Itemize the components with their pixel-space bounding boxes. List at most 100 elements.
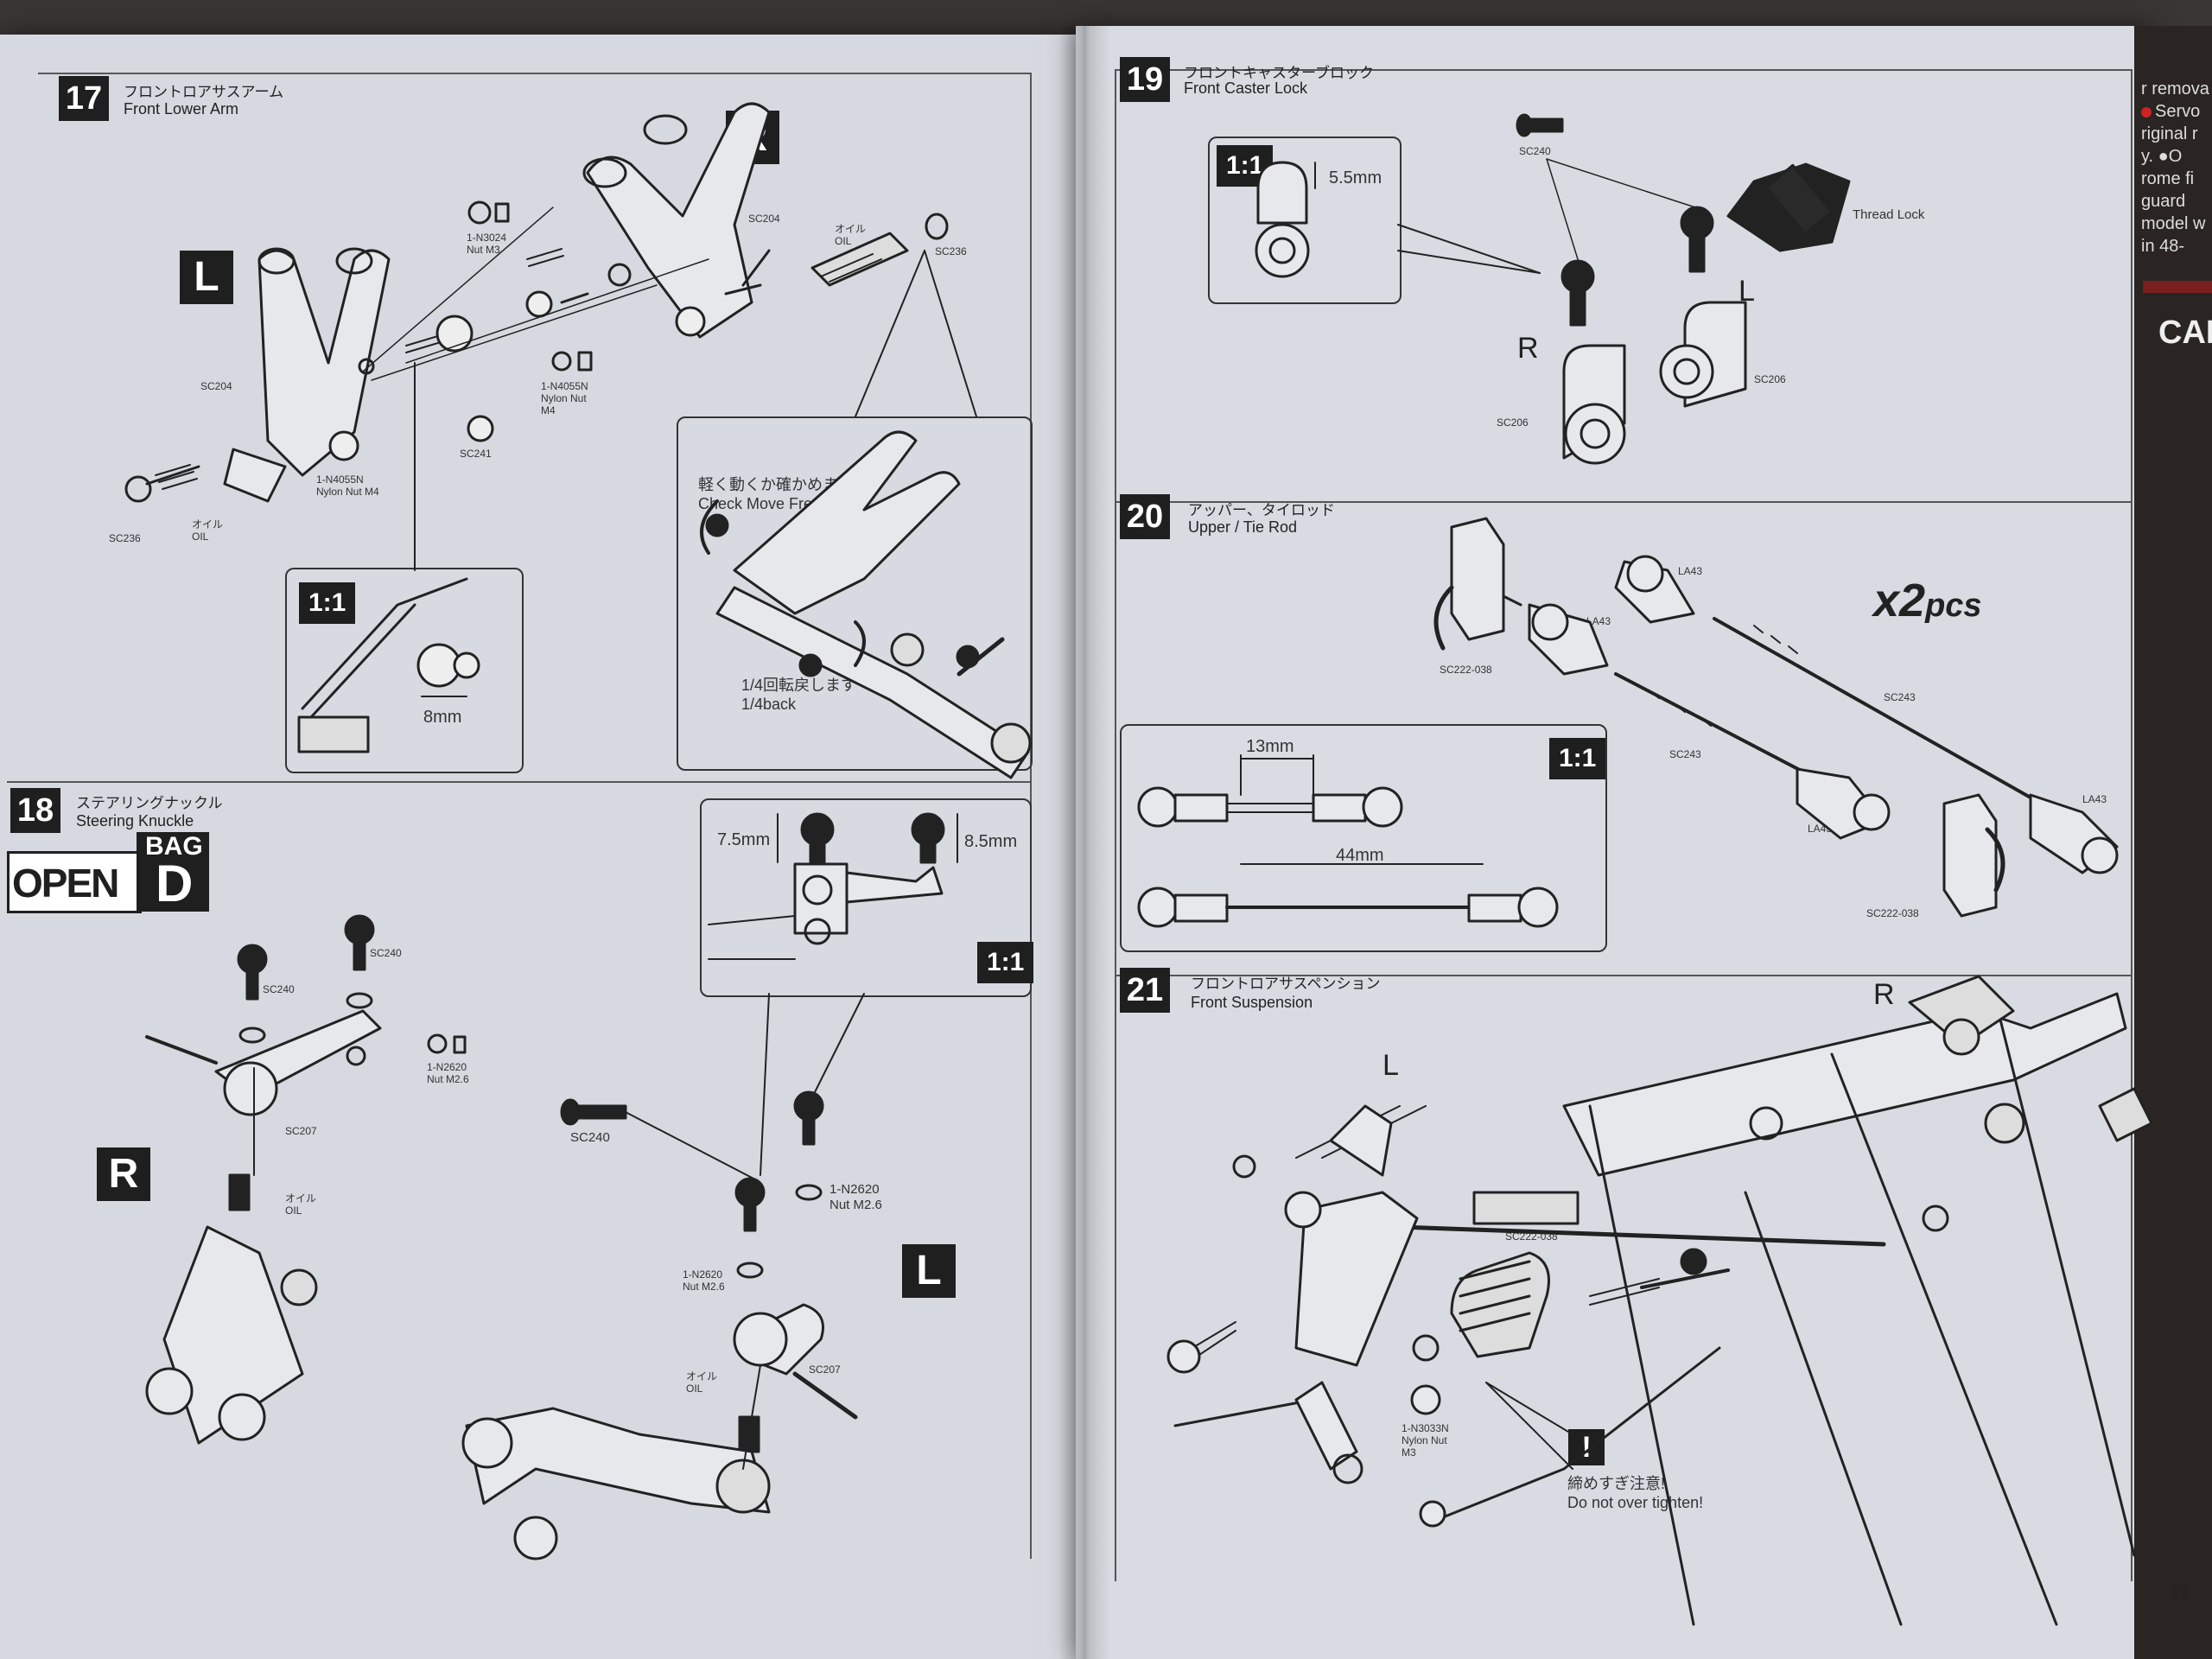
step20-drawings <box>1137 517 2119 928</box>
label-sc204-b: SC204 <box>748 213 780 225</box>
open-bag-d-badge: OPEN BAG D <box>7 832 209 913</box>
step17-right-arm-drawing <box>582 102 949 339</box>
step18-left-badge: L <box>902 1244 956 1298</box>
step17-dim-8mm: 8mm <box>423 708 462 727</box>
peek-heading: CAL <box>2158 315 2212 351</box>
peek-line: Servo <box>2155 102 2201 121</box>
label-sc207-a: SC207 <box>809 1363 841 1376</box>
peek-line: riginal r <box>2141 124 2198 143</box>
step17-left-arm-drawing <box>124 247 391 503</box>
bag-box <box>137 832 209 912</box>
page-number: 17 <box>2169 1581 2190 1603</box>
step20-dim-44mm: 44mm <box>1336 846 1384 865</box>
bag-label: BAG <box>145 832 203 861</box>
right-page-right-rule <box>2131 69 2133 1581</box>
step18-scale-badge: 1:1 <box>976 942 1034 983</box>
right-page-left-rule <box>1115 69 1116 1581</box>
label-sc240-c: SC240 <box>570 1130 610 1145</box>
label-sc236-b: SC236 <box>109 532 141 544</box>
label-sc240-19: SC240 <box>1519 145 1551 157</box>
label-sc243-c: SC243 <box>1669 748 1701 760</box>
book-gutter <box>1058 26 1110 1659</box>
label-sc222-a: SC222-038 <box>1440 664 1492 676</box>
label-la43-a: LA43 <box>1678 565 1703 577</box>
step18-right-badge: R <box>97 1147 150 1201</box>
step21-chassis-drawing <box>1166 975 2153 1626</box>
quantity-value: x2 <box>1873 575 1926 626</box>
step18-inset-drawing <box>708 812 958 960</box>
step18-left-knuckle-drawing <box>461 993 865 1560</box>
label-sc240-a: SC240 <box>263 983 295 995</box>
step18-dim-8-5mm: 8.5mm <box>964 832 1018 851</box>
label-sc241: SC241 <box>460 448 492 460</box>
step-17-title-jp: フロントロアサスアーム <box>124 84 284 100</box>
step17-small-parts <box>362 200 977 571</box>
label-la43-b: LA43 <box>1586 615 1611 627</box>
step21-right-letter: R <box>1873 978 1895 1011</box>
label-sc206-c: SC206 <box>1497 416 1529 429</box>
step-20-title-en: Upper / Tie Rod <box>1188 518 1298 536</box>
step20-dim-13mm: 13mm <box>1246 737 1294 756</box>
label-sc243-b: SC243 <box>1884 691 1916 703</box>
step18-dim-7-5mm: 7.5mm <box>717 830 771 849</box>
step19-right-letter: R <box>1517 332 1539 365</box>
step-18-title-jp: ステアリングナックル <box>76 795 223 811</box>
step19-left-letter: L <box>1738 275 1755 308</box>
step17-check-drawing <box>700 430 1032 779</box>
step21-left-letter: L <box>1382 1049 1399 1082</box>
bag-letter: D <box>156 855 194 912</box>
quantity-unit: pcs <box>1925 588 1982 624</box>
peek-line: rome fi <box>2141 169 2195 188</box>
step-20-number: 20 <box>1120 494 1170 539</box>
step-20-title-jp: アッパー、タイロッド <box>1188 502 1335 518</box>
step19-top-rule <box>1115 69 2131 71</box>
step18-top-rule <box>7 781 1030 783</box>
step20-top-rule <box>1115 501 2131 503</box>
step18-scale-inset <box>700 798 1032 997</box>
open-label: OPEN <box>12 861 119 906</box>
peek-line: in 48- <box>2141 237 2185 256</box>
label-thread-lock: Thread Lock <box>1853 207 1925 222</box>
step-17-number: 17 <box>59 76 109 121</box>
step19-dim-5-5mm: 5.5mm <box>1329 168 1382 188</box>
peek-line: r remova <box>2141 79 2209 99</box>
peek-line: y. ●O <box>2141 147 2183 166</box>
step21-top-rule <box>1115 975 2131 976</box>
next-page-peek <box>2134 26 2212 1659</box>
step20-scale-badge: 1:1 <box>1548 738 1606 779</box>
step18-right-rule <box>1030 781 1032 1559</box>
step-19-title-jp: フロントキャスターブロック <box>1184 65 1374 81</box>
step-21-number: 21 <box>1120 968 1170 1013</box>
step-21-title-jp: フロントロアサスペンション <box>1191 976 1381 992</box>
step17-inset-drawing <box>297 577 480 753</box>
step-21-title-en: Front Suspension <box>1191 994 1313 1011</box>
label-sc206-b: SC206 <box>1754 373 1786 385</box>
label-la43-d: LA43 <box>2082 793 2107 805</box>
peek-line: model w <box>2141 214 2206 233</box>
label-sc222-b: SC222-038 <box>1866 907 1919 919</box>
peek-stripe <box>2143 281 2212 293</box>
step18-right-knuckle-drawing <box>145 914 467 1445</box>
step-18-title-en: Steering Knuckle <box>76 812 194 830</box>
step17-left-badge: L <box>180 251 233 304</box>
step19-drawings <box>1255 113 1851 465</box>
open-box <box>7 851 142 913</box>
label-sc207-b: SC207 <box>285 1125 317 1137</box>
step-18-number: 18 <box>10 788 60 833</box>
step-17-title-en: Front Lower Arm <box>124 100 239 118</box>
step-19-number: 19 <box>1120 57 1170 102</box>
step17-top-rule <box>38 73 1030 74</box>
